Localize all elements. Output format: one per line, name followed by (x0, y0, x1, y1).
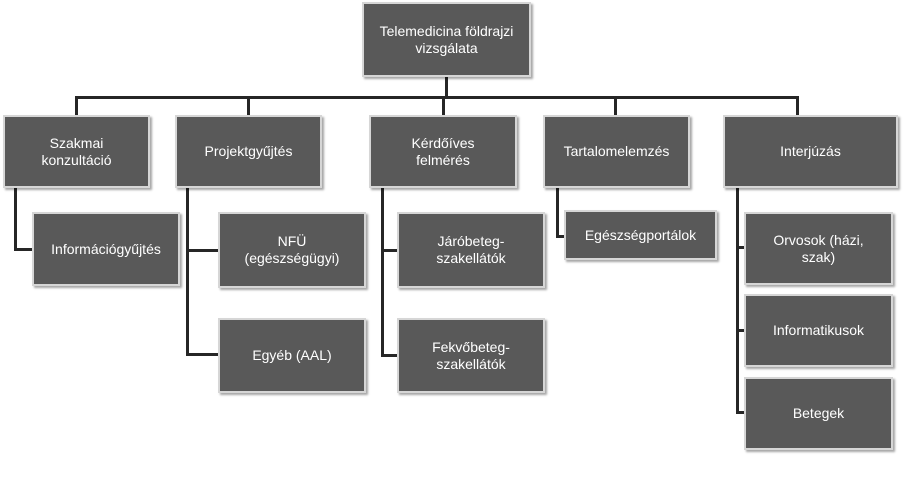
child-node-fekvobeteg: Fekvőbeteg-szakellátók (397, 318, 545, 393)
connector-branch-2-drop (247, 96, 250, 117)
connector-branch-4-drop (614, 96, 617, 117)
child-node-label: Betegek (792, 405, 845, 421)
branch-node-label: Interjúzás (780, 143, 841, 159)
connector-branch-5-child-3 (736, 411, 746, 414)
connector-branch-1-child-1 (14, 248, 34, 251)
connector-root-down (445, 76, 448, 98)
branch-node-projektgyujtes: Projektgyűjtés (175, 115, 322, 188)
connector-branch-2-vertical (186, 187, 189, 356)
branch-node-label: Szakmai konzultáció (41, 134, 112, 168)
child-node-label: Információgyűjtés (51, 240, 161, 257)
connector-branch-2-child-1 (186, 249, 220, 252)
child-node-label: Orvosok (házi, szak) (773, 231, 864, 265)
branch-node-interjuzas: Interjúzás (723, 115, 898, 188)
connector-branch-1-vertical (14, 187, 17, 251)
branch-node-kerdoives-felmeres: Kérdőíves felmérés (369, 115, 517, 188)
connector-branch-5-child-2 (736, 329, 746, 332)
connector-branch-3-child-1 (381, 249, 399, 252)
root-node-label: Telemedicina földrajzi vizsgálata (379, 22, 514, 56)
child-node-label: Járóbeteg-szakellátók (436, 233, 506, 266)
connector-branch-3-vertical (381, 187, 384, 357)
branch-node-tartalomelemzes: Tartalomelemzés (543, 115, 690, 188)
child-node-label: Egészségportálok (584, 226, 697, 243)
child-node-label: Fekvőbeteg-szakellátók (432, 338, 510, 372)
root-node: Telemedicina földrajzi vizsgálata (362, 2, 531, 77)
child-node-egeszsegportalok: Egészségportálok (564, 210, 717, 260)
child-node-orvosok: Orvosok (házi, szak) (744, 212, 893, 285)
child-node-egyeb-aal: Egyéb (AAL) (218, 318, 366, 393)
child-node-betegek: Betegek (744, 377, 893, 450)
child-node-label: Informatikusok (772, 322, 865, 338)
child-node-jarobeteg: Járóbeteg-szakellátók (397, 212, 545, 288)
child-node-informatikusok: Informatikusok (744, 294, 893, 367)
child-node-informaciogyujtes: Információgyűjtés (32, 212, 180, 286)
child-node-nfu: NFÜ (egészségügyi) (218, 212, 366, 288)
connector-branch-1-drop (75, 96, 78, 117)
connector-horizontal-bus (75, 96, 799, 99)
connector-branch-3-child-2 (381, 354, 399, 357)
connector-branch-4-vertical (556, 187, 559, 238)
branch-node-label: Projektgyűjtés (204, 143, 293, 159)
branch-node-szakmai-konzultacio: Szakmai konzultáció (3, 115, 150, 188)
connector-branch-2-child-2 (186, 353, 220, 356)
branch-node-label: Tartalomelemzés (563, 143, 670, 159)
child-node-label: Egyéb (AAL) (252, 347, 332, 363)
connector-branch-5-child-1 (736, 246, 746, 249)
branch-node-label: Kérdőíves felmérés (411, 134, 475, 168)
connector-branch-3-drop (442, 96, 445, 117)
connector-branch-4-child-1 (556, 235, 566, 238)
connector-branch-5-drop (796, 96, 799, 117)
connector-branch-5-vertical (736, 187, 739, 414)
child-node-label: NFÜ (egészségügyi) (244, 233, 340, 266)
